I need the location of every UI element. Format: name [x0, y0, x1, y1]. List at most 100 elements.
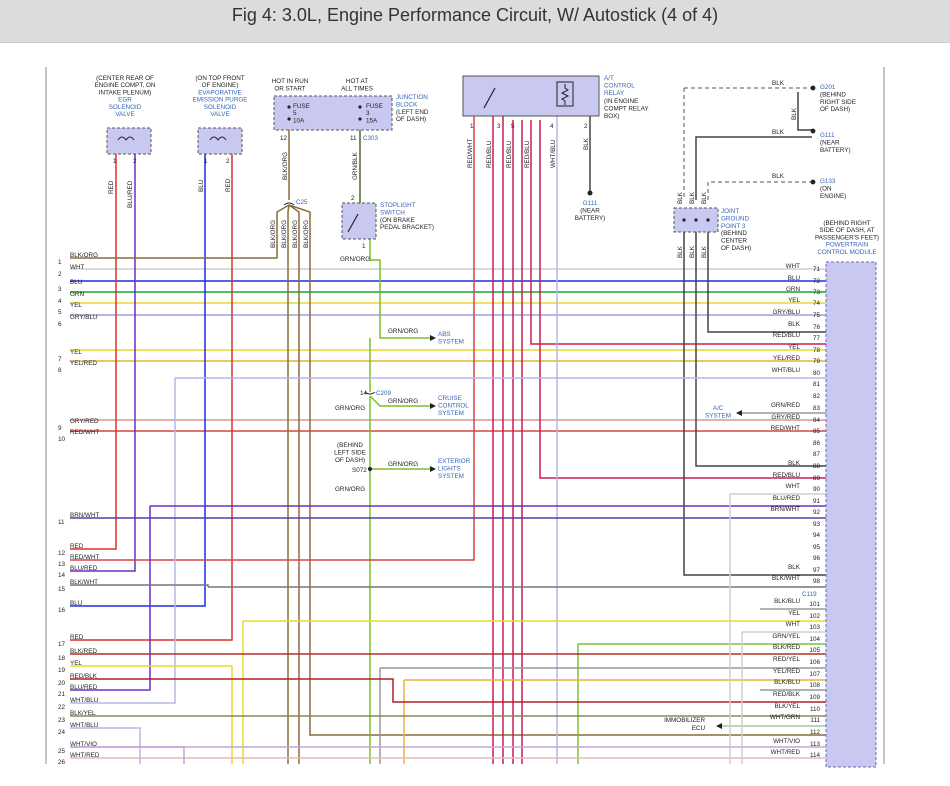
cruise-label-line-2: CONTROL [438, 402, 469, 409]
yel-left-19 [70, 665, 233, 764]
fuse5-label-line-2: 5 [293, 110, 297, 117]
g201-label-line-4: OF DASH) [820, 106, 850, 113]
jgp-blk-label-1: BLK [677, 245, 684, 258]
pcm-label-line-2: SIDE OF DASH, AT [819, 227, 874, 234]
pcm-pin-109: 109 [809, 694, 820, 701]
c25-branch-2 [287, 204, 290, 764]
egr-label-line-3: INTAKE PLENUM) [99, 89, 151, 96]
jgp-blk-label-top-3: BLK [701, 191, 708, 204]
relay-pin-4: 4 [550, 123, 554, 130]
connector-c119: C119 [802, 591, 817, 598]
left-pin-5: 5 [58, 309, 62, 316]
left-wire-label-7: YEL [70, 349, 82, 356]
left-wire-label-6: GRY/BLU [70, 314, 98, 321]
pcm-pin-105: 105 [809, 647, 820, 654]
left-pin-20: 20 [58, 680, 66, 687]
pcm-wire-label-109: RED/BLK [773, 691, 801, 698]
at-relay-coil [556, 81, 574, 107]
left-wire-label-20: RED/BLK [70, 673, 98, 680]
g133-ground-icon [810, 179, 816, 185]
junction-label-line-1: JUNCTION [396, 94, 428, 101]
pcm-pin-74: 74 [813, 300, 821, 307]
relay-redblu-label-3: RED/BLU [524, 140, 531, 168]
left-pin-16: 16 [58, 607, 66, 614]
pcm-label-line-3: PASSENGER'S FEET) [815, 234, 879, 241]
evap-solenoid-box [197, 127, 243, 155]
jgp-blk-label-3: BLK [701, 245, 708, 258]
stoplight-label-line-1: STOPLIGHT [380, 202, 416, 209]
pcm-wire-label-88: BLK [788, 460, 801, 467]
evap-red-label: RED [225, 178, 232, 192]
pcm-pin-106: 106 [809, 659, 820, 666]
at-relay-label-line-6: BOX) [604, 113, 619, 120]
left-wire-label-23: BLK/YEL [70, 710, 96, 717]
egr-solenoid-box [106, 127, 152, 155]
pcm-pin-104: 104 [809, 636, 820, 643]
joint-ground-terminal-1 [682, 218, 686, 222]
pcm-wire-label-107: YEL/RED [773, 668, 800, 675]
left-wire-label-11: BRN/WHT [70, 512, 100, 519]
left-pin-19: 19 [58, 667, 66, 674]
blkwht-left [70, 584, 209, 587]
pcm-wire-label-91: BLU/RED [773, 495, 801, 502]
evap-label-line-1: (ON TOP FRONT [195, 75, 244, 82]
egr-label-line-4: EGR [118, 97, 132, 104]
stoplight-pin-2: 2 [351, 195, 355, 202]
pcm-wire-label-92: BRN/WHT [771, 506, 801, 513]
pcm-wire-label-102: YEL [788, 610, 800, 617]
cruise-label-line-3: SYSTEM [438, 410, 464, 417]
at-relay-label-line-2: CONTROL [604, 83, 635, 90]
behind-left-label-line-2: LEFT SIDE [334, 449, 366, 456]
evap-pin-2: 2 [226, 158, 230, 165]
joint-ground-label-line-2: GROUND [721, 215, 749, 222]
fuse3-label-line-1: FUSE [366, 103, 383, 110]
pcm-pin-85: 85 [813, 428, 821, 435]
left-pin-17: 17 [58, 641, 66, 648]
pcm-label-line-5: CONTROL MODULE [817, 249, 876, 256]
g201-label-line-3: RIGHT SIDE [820, 99, 856, 106]
exterior-label-line-3: SYSTEM [438, 473, 464, 480]
g133-label-line-2: (ON [820, 185, 832, 192]
left-pin-10: 10 [58, 436, 66, 443]
relay-redblu-to-89 [539, 120, 826, 479]
left-pin-6: 6 [58, 321, 62, 328]
exterior-arrow-icon [430, 466, 436, 472]
relay-whtblu-label: WHT/BLU [550, 139, 557, 168]
stoplight-label-line-4: PEDAL BRACKET) [380, 224, 434, 231]
cruise-arrow-icon [430, 403, 436, 409]
left-pin-21: 21 [58, 691, 66, 698]
left-pin-11: 11 [58, 519, 65, 526]
c209-pin-14: 14 [360, 390, 368, 397]
egr-pin-2: 2 [133, 158, 137, 165]
pcm-wire-label-108: BLK/BLU [774, 679, 800, 686]
at-relay-label-line-5: COMPT RELAY [604, 105, 649, 112]
egr-red-label: RED [108, 180, 115, 194]
c25-wire-label-2: BLK/ORG [281, 220, 288, 248]
fuse5-bottom-terminal [287, 117, 291, 121]
immob-label-line-1: IMMOBILIZER [664, 717, 705, 724]
egr-label-line-5: SOLENOID [109, 104, 142, 111]
relay-pin-3: 3 [497, 123, 501, 130]
pcm-module-box [825, 261, 877, 768]
left-wire-label-2: WHT [70, 264, 84, 271]
egr-label-line-2: ENGINE COMPT, ON [95, 82, 156, 89]
pcm-wire-label-114: WHT/RED [771, 749, 801, 756]
left-wire-label-17: RED [70, 634, 84, 641]
left-pin-12: 12 [58, 550, 66, 557]
left-pin-15: 15 [58, 586, 66, 593]
jgp-blk-label-top-2: BLK [689, 191, 696, 204]
pcm-pin-83: 83 [813, 405, 821, 412]
jgp-blk-label-top-1: BLK [677, 191, 684, 204]
g111-ground-icon [587, 190, 593, 196]
pcm-pin-87: 87 [813, 451, 821, 458]
stoplight-grnorg-wire [369, 239, 430, 339]
exterior-label-line-1: EXTERIOR [438, 458, 471, 465]
abs-label-line-1: ABS [438, 331, 451, 338]
connector-c209: C209 [376, 390, 392, 397]
ground-dash-g133 [707, 181, 812, 200]
g201-label-line-2: (BEHIND [820, 91, 846, 98]
pcm-pin-98: 98 [813, 578, 821, 585]
ground-blk-label-2: BLK [791, 107, 798, 120]
jgp-to-g111-wire [695, 136, 812, 200]
